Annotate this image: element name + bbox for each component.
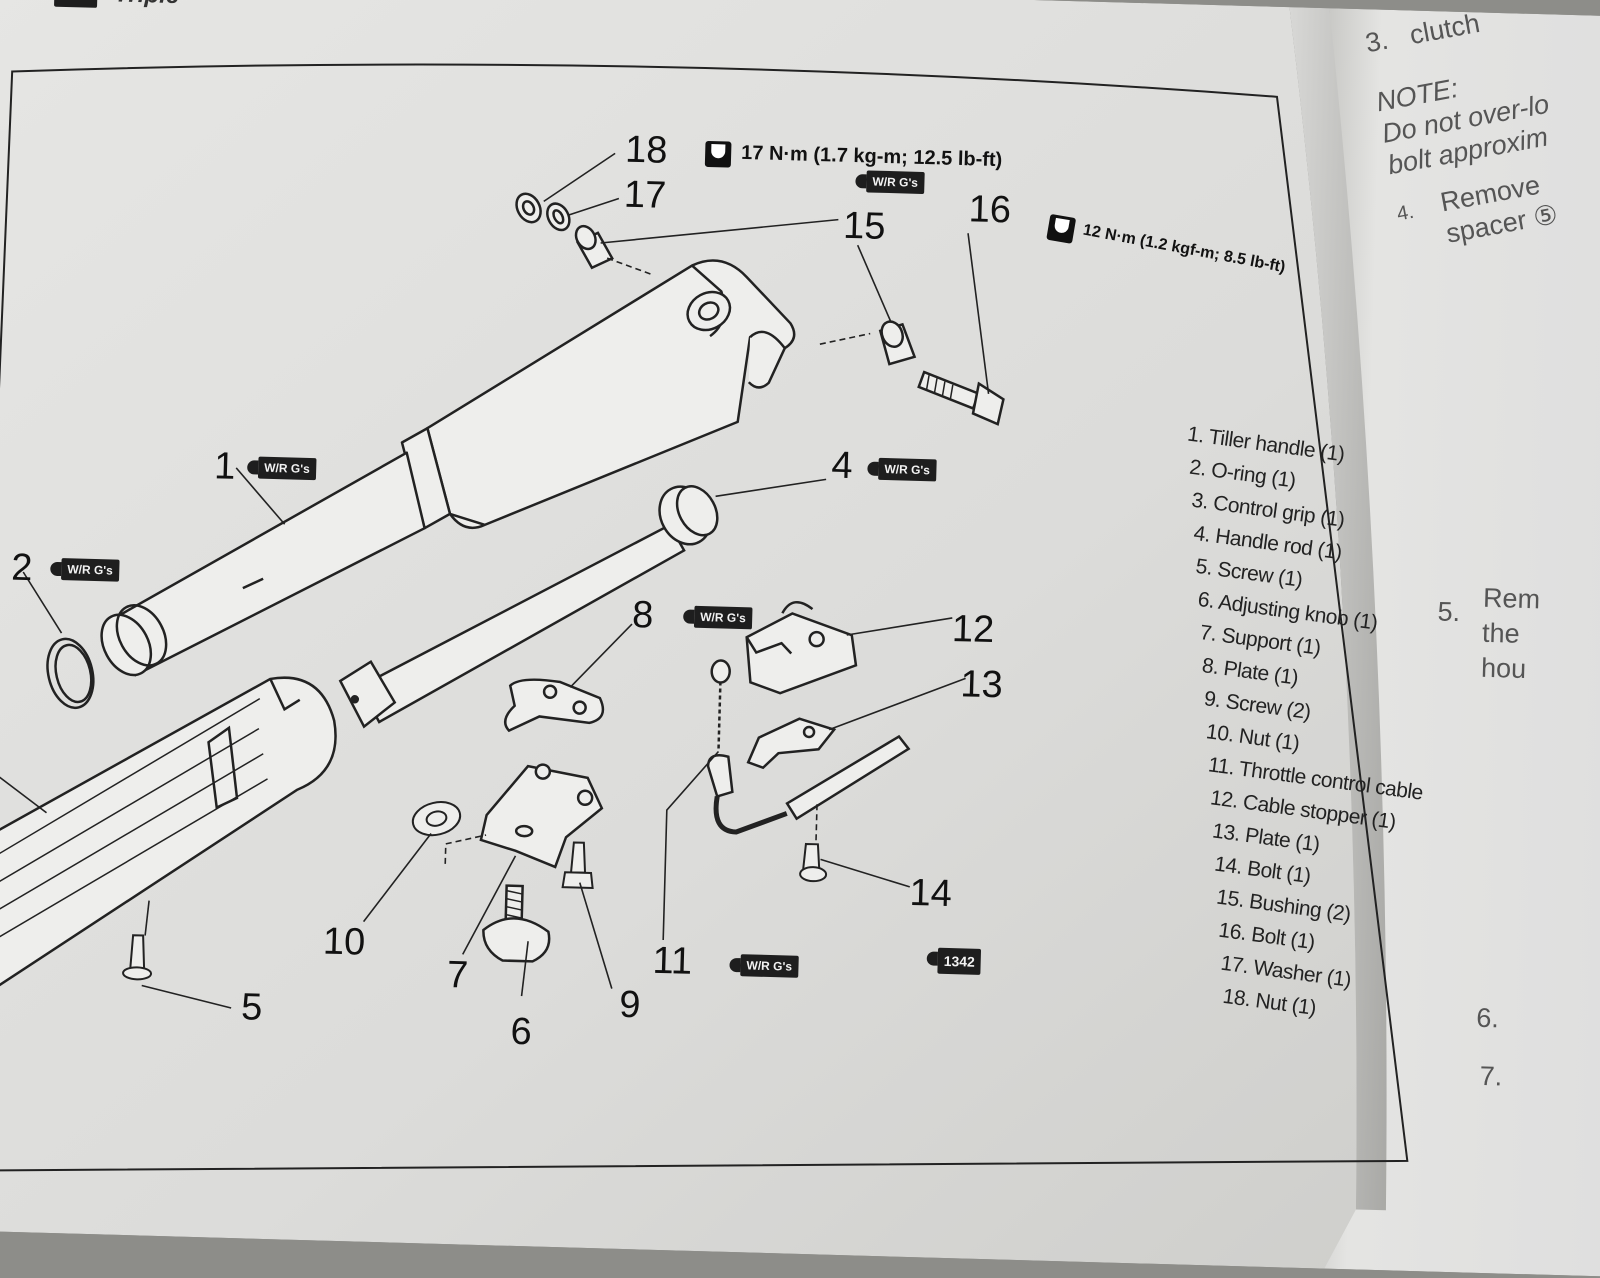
callout-11: 11 — [652, 939, 693, 983]
callout-8: 8 — [631, 594, 654, 637]
part-o-ring — [46, 637, 95, 710]
part-control-grip — [0, 676, 337, 1013]
callout-2: 2 — [10, 546, 34, 590]
callout-16: 16 — [968, 188, 1012, 232]
part-support — [479, 763, 604, 869]
figure-frame — [0, 63, 1409, 1172]
callout-18: 18 — [624, 128, 669, 172]
right-step-7: 7. — [1479, 1060, 1503, 1092]
callout-9: 9 — [618, 983, 642, 1027]
callout-4: 4 — [830, 444, 854, 488]
callout-12: 12 — [951, 607, 995, 652]
part-washer-17 — [546, 202, 571, 232]
part-plate-13 — [746, 717, 837, 770]
page-gutter-shadow — [1289, 7, 1387, 1211]
grease-tag-icon: W/R G's — [693, 605, 753, 630]
right-the-text: the — [1481, 617, 1521, 649]
grease-tag-icon: W/R G's — [866, 170, 925, 194]
part-screw-9 — [561, 841, 594, 890]
part-throttle-cable — [706, 659, 911, 835]
callout-15: 15 — [842, 204, 887, 248]
torque-wrench-icon — [704, 140, 732, 168]
part-handle-rod — [338, 485, 719, 729]
callout-6: 6 — [509, 1010, 533, 1054]
callout-1: 1 — [213, 445, 236, 488]
right-step-5: 5. — [1437, 596, 1461, 628]
part-tiller-handle — [100, 259, 796, 677]
right-step-6: 6. — [1475, 1002, 1500, 1034]
part-adjusting-knob — [482, 884, 551, 963]
part-nut-18 — [515, 192, 542, 224]
grease-tag-icon: W/R G's — [61, 558, 120, 582]
right-hou-text: hou — [1480, 652, 1527, 684]
right-rem-text: Rem — [1482, 582, 1541, 615]
part-screw-5 — [122, 934, 153, 981]
grease-tag-icon: W/R G's — [257, 456, 317, 481]
part-plate-8 — [503, 678, 605, 733]
callout-10: 10 — [322, 920, 366, 964]
part-bolt-16 — [917, 370, 1005, 426]
part-bushing-left — [574, 224, 614, 270]
grease-tag-icon: W/R G's — [878, 457, 937, 482]
callout-13: 13 — [959, 663, 1004, 707]
header-sealant-icon: 1342 — [54, 0, 98, 8]
left-page — [0, 0, 1357, 1269]
part-bolt-14 — [799, 842, 828, 883]
grease-tag-icon: W/R G's — [740, 954, 799, 978]
leader-lines — [0, 152, 990, 1009]
callout-5: 5 — [240, 986, 263, 1029]
sealant-tag-icon: 1342 — [937, 947, 982, 975]
right-page — [1324, 8, 1600, 1278]
callout-7: 7 — [446, 954, 469, 997]
callout-17: 17 — [623, 173, 667, 217]
part-bushing-right — [878, 320, 917, 366]
header-title: Triple — [114, 0, 180, 10]
callout-14: 14 — [909, 871, 953, 916]
part-cable-stopper — [745, 601, 858, 695]
torque-wrench-icon — [1046, 213, 1077, 244]
part-nut-10 — [411, 801, 462, 837]
